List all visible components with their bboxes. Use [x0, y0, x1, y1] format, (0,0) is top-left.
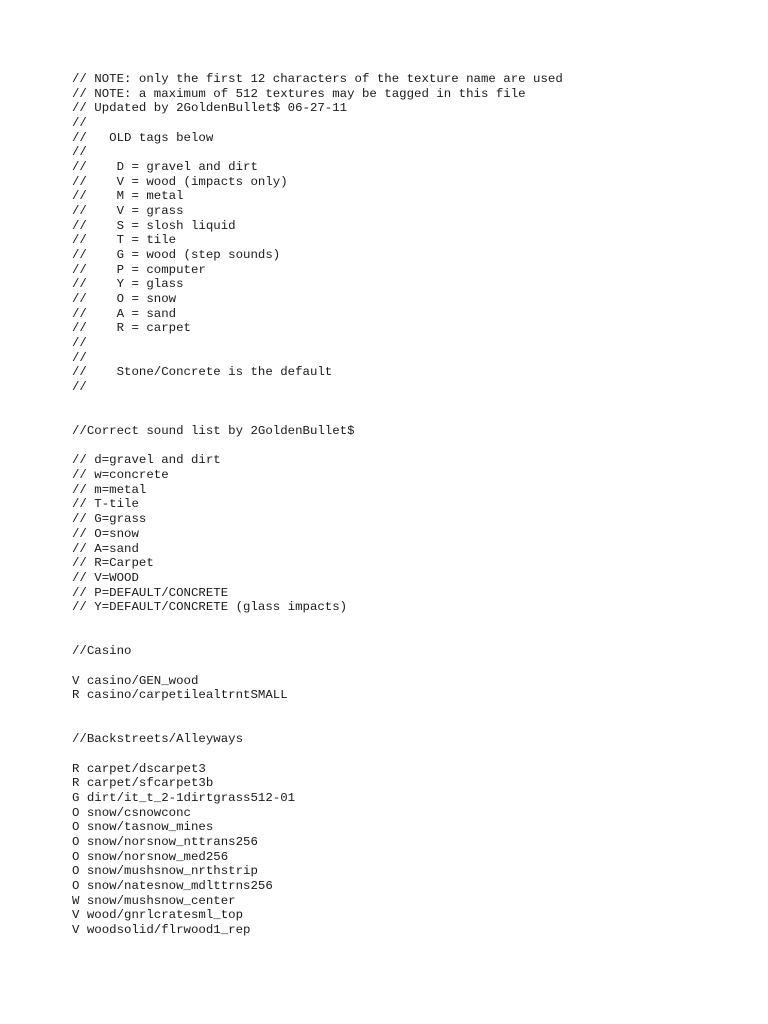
text-line: // O=snow — [72, 526, 139, 541]
blank-line — [72, 718, 752, 733]
blank-line — [72, 439, 752, 454]
texture-entry: V casino/GEN_wood — [72, 673, 199, 688]
text-line: // R = carpet — [72, 321, 191, 336]
section-heading: //Backstreets/Alleyways — [72, 732, 244, 747]
blank-line — [72, 630, 752, 645]
section-heading: //Casino — [72, 644, 132, 659]
texture-entry: R carpet/dscarpet3 — [72, 761, 206, 776]
text-line: // NOTE: only the first 12 characters of… — [72, 72, 563, 86]
blank-line — [72, 703, 752, 718]
text-line: // T = tile — [72, 233, 177, 248]
text-line: // Updated by 2GoldenBullet$ 06-27-11 — [72, 101, 348, 116]
section-heading: //Correct sound list by 2GoldenBullet$ — [72, 424, 355, 439]
document-page: // NOTE: only the first 12 characters of… — [72, 72, 752, 938]
text-line: // M = metal — [72, 189, 184, 204]
texture-entry: G dirt/it_t_2-1dirtgrass512-01 — [72, 790, 296, 805]
text-line: // m=metal — [72, 482, 147, 497]
text-line: // P=DEFAULT/CONCRETE — [72, 585, 229, 600]
text-line: // Y = glass — [72, 277, 184, 292]
text-line: // S = slosh liquid — [72, 218, 236, 233]
blank-line — [72, 747, 752, 762]
text-line: // V = grass — [72, 204, 184, 219]
text-line: // G = wood (step sounds) — [72, 248, 281, 263]
text-line: // G=grass — [72, 512, 147, 527]
text-line: // P = computer — [72, 262, 206, 277]
text-line: // OLD tags below — [72, 130, 214, 145]
text-line: // — [72, 336, 87, 351]
blank-line — [72, 659, 752, 674]
text-line: // Y=DEFAULT/CONCRETE (glass impacts) — [72, 600, 348, 615]
texture-entry: O snow/mushsnow_nrthstrip — [72, 864, 258, 879]
text-line: // w=concrete — [72, 468, 169, 483]
text-line: // Stone/Concrete is the default — [72, 365, 333, 380]
texture-entry: O snow/norsnow_med256 — [72, 849, 229, 864]
texture-entry: R casino/carpetilealtrntSMALL — [72, 688, 288, 703]
text-line: // A=sand — [72, 541, 139, 556]
text-line: // O = snow — [72, 292, 177, 307]
text-line: // — [72, 116, 87, 131]
blank-line — [72, 409, 752, 424]
text-line: // — [72, 380, 87, 395]
text-line: // V=WOOD — [72, 570, 139, 585]
text-line: // — [72, 350, 87, 365]
text-line: // NOTE: a maximum of 512 textures may b… — [72, 86, 526, 101]
text-line: // A = sand — [72, 306, 177, 321]
texture-entry: O snow/natesnow_mdlttrns256 — [72, 878, 273, 893]
text-line: // d=gravel and dirt — [72, 453, 221, 468]
blank-line — [72, 615, 752, 630]
text-line: // T-tile — [72, 497, 139, 512]
text-line: // V = wood (impacts only) — [72, 174, 288, 189]
texture-entry: O snow/tasnow_mines — [72, 820, 214, 835]
texture-entry: R carpet/sfcarpet3b — [72, 776, 214, 791]
texture-entry: V wood/gnrlcratesml_top — [72, 908, 244, 923]
texture-entry: O snow/norsnow_nttrans256 — [72, 834, 258, 849]
texture-entry: W snow/mushsnow_center — [72, 893, 236, 908]
text-line: // D = gravel and dirt — [72, 160, 258, 175]
blank-line — [72, 395, 752, 410]
text-line: // — [72, 145, 87, 160]
texture-entry: V woodsolid/flrwood1_rep — [72, 922, 251, 937]
text-line: // R=Carpet — [72, 556, 154, 571]
texture-entry: O snow/csnowconc — [72, 805, 191, 820]
